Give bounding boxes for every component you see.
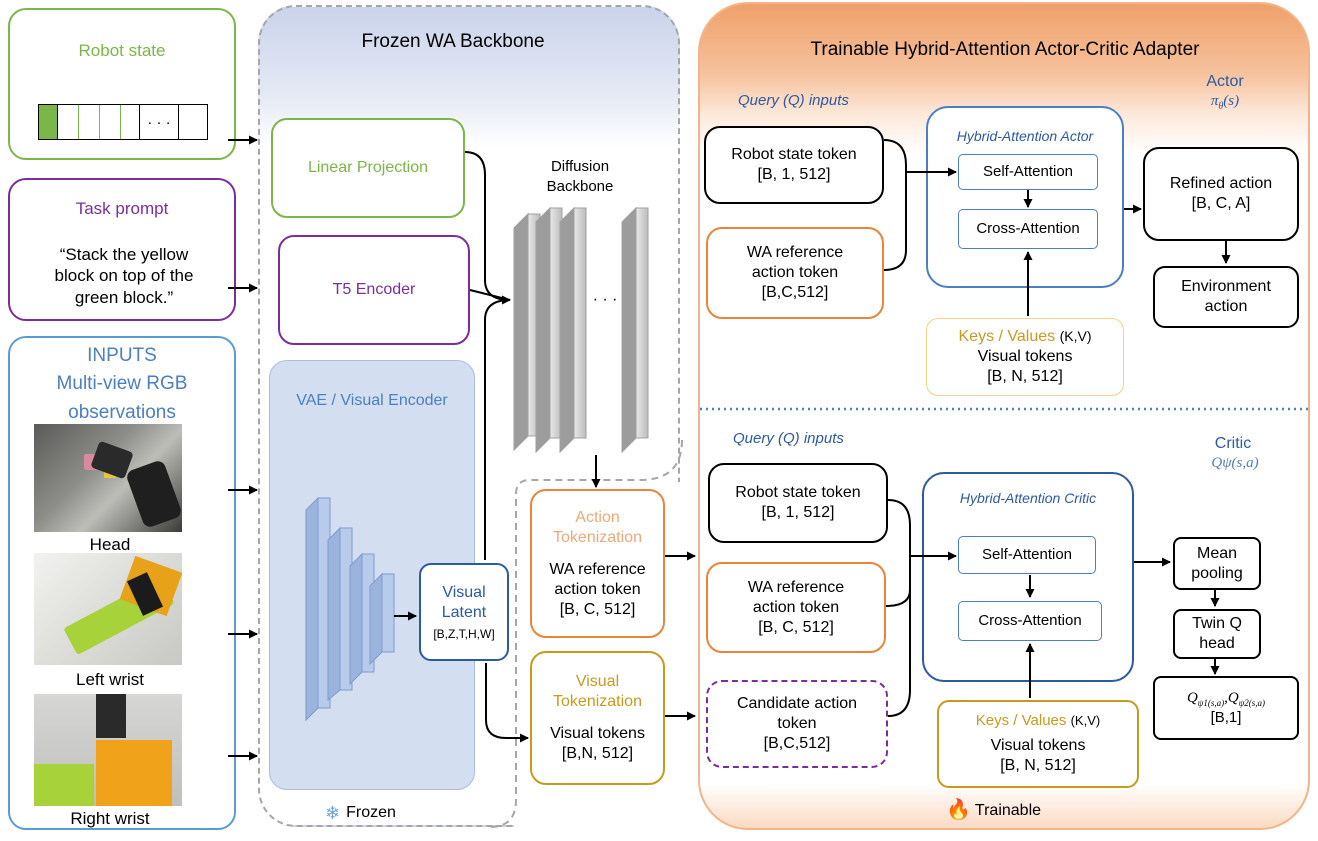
t5-encoder-label: T5 Encoder — [332, 281, 416, 298]
backbone-title: Frozen WA Backbone — [361, 31, 545, 52]
view-label-right-wrist: Right wrist — [70, 809, 150, 828]
frozen-label-group: ❄ Frozen — [325, 802, 445, 825]
action-tokenization-text-1: WA reference — [549, 560, 646, 578]
diffusion-label-1: Diffusion — [550, 158, 610, 175]
robot-state-ellipsis: · · · — [140, 105, 179, 139]
vae-encoder-label: VAE / Visual Encoder — [296, 392, 448, 409]
observations-title-1: INPUTS — [87, 345, 157, 366]
critic-query-label: Query (Q) inputs — [733, 430, 844, 447]
t5-encoder-box: T5 Encoder — [278, 235, 470, 345]
trainable-label-group: 🔥 Trainable — [946, 798, 1076, 823]
actor-wa-ref-line2: action token — [751, 264, 839, 281]
view-label-left-wrist: Left wrist — [75, 670, 145, 689]
robot-state-vector: · · · — [38, 104, 208, 140]
hybrid-attention-critic-block: Hybrid-Attention Critic — [922, 472, 1134, 682]
action-tokenization-text-3: [B, C, 512] — [559, 600, 636, 618]
visual-latent-line1: Visual — [442, 583, 486, 601]
observations-panel: INPUTS Multi-view RGB observations Head … — [8, 336, 236, 830]
snowflake-icon: ❄ — [325, 803, 341, 823]
trainable-label: Trainable — [974, 801, 1042, 819]
actor-robot-state-line2: [B, 1, 512] — [757, 166, 831, 183]
robot-state-title: Robot state — [78, 41, 166, 60]
actor-robot-state-line1: Robot state token — [731, 146, 857, 163]
diffusion-ellipsis: · · · — [592, 291, 618, 308]
candidate-action-token: Candidate action token [B,C,512] — [706, 680, 888, 768]
adapter-title: Trainable Hybrid-Attention Actor-Critic … — [810, 39, 1200, 60]
action-tokenization-text-2: action token — [554, 580, 641, 598]
environment-action-box: Environment action — [1153, 266, 1299, 328]
twin-q-head-box: Twin Q head — [1173, 609, 1261, 659]
diffusion-label-2: Backbone — [546, 178, 614, 195]
refined-action-box: Refined action [B, C, A] — [1143, 147, 1299, 241]
fire-icon: 🔥 — [946, 799, 971, 821]
actor-kv-label: Keys / Values — [958, 328, 1056, 345]
visual-tokenization-text-2: [B,N, 512] — [561, 745, 634, 762]
head-camera-image — [34, 424, 182, 532]
q-values-box: Qψ1(s,a),Qψ2(s,a) [B,1] — [1153, 676, 1299, 740]
actor-kv-text-1: Visual tokens — [977, 348, 1073, 365]
actor-query-label: Query (Q) inputs — [738, 92, 849, 109]
visual-latent-line2: Latent — [441, 603, 487, 621]
robot-state-panel: Robot state · · · — [8, 8, 236, 160]
linear-projection-label: Linear Projection — [307, 159, 429, 176]
linear-projection-box: Linear Projection — [271, 118, 465, 218]
frozen-label: Frozen — [346, 804, 396, 822]
critic-robot-state-token: Robot state token [B, 1, 512] — [708, 463, 888, 543]
mean-pooling-box: Mean pooling — [1173, 537, 1261, 590]
observations-title-2: Multi-view RGB — [56, 373, 188, 394]
critic-self-attention: Self-Attention — [958, 536, 1096, 574]
right-wrist-camera-image — [34, 694, 182, 806]
observations-title-3: observations — [68, 402, 176, 423]
task-prompt-title: Task prompt — [75, 199, 169, 218]
task-prompt-text: “Stack the yellow block on top of the gr… — [54, 245, 194, 307]
action-tokenization-title-2: Tokenization — [553, 528, 642, 546]
critic-keys-values: Keys / Values (K,V) Visual tokens [B, N,… — [937, 700, 1139, 788]
actor-keys-values: Keys / Values (K,V) Visual tokens [B, N,… — [926, 318, 1124, 396]
visual-tokenization-title-2: Tokenization — [553, 693, 642, 710]
actor-cross-attention: Cross-Attention — [958, 209, 1098, 249]
visual-tokenization-box: Visual Tokenization Visual tokens [B,N, … — [530, 651, 665, 785]
actor-wa-ref-line1: WA reference — [746, 244, 844, 261]
critic-q-label: Qψ(s,a) — [1211, 455, 1259, 471]
action-tokenization-box: Action Tokenization WA reference action … — [530, 489, 665, 638]
actor-wa-ref-line3: [B,C,512] — [761, 284, 829, 301]
critic-block-title: Hybrid-Attention Critic — [959, 490, 1097, 506]
critic-cross-attention: Cross-Attention — [958, 601, 1102, 641]
actor-robot-state-token: Robot state token [B, 1, 512] — [704, 126, 884, 204]
critic-kv-label: Keys / Values — [975, 711, 1067, 729]
visual-tokenization-text-1: Visual tokens — [550, 725, 645, 742]
visual-latent-shape: [B,Z,T,H,W] — [433, 626, 495, 641]
actor-wa-ref-token: WA reference action token [B,C,512] — [706, 227, 884, 319]
critic-wa-ref-token: WA reference action token [B, C, 512] — [706, 562, 886, 653]
view-label-head: Head — [89, 535, 131, 554]
actor-label: Actor — [1206, 73, 1244, 90]
actor-policy: πθ(s) — [1210, 93, 1240, 112]
actor-self-attention: Self-Attention — [958, 154, 1098, 190]
action-tokenization-title-1: Action — [575, 508, 620, 526]
visual-tokenization-title-1: Visual — [575, 673, 620, 690]
critic-label: Critic — [1214, 435, 1252, 452]
left-wrist-camera-image — [34, 553, 182, 665]
task-prompt-panel: Task prompt “Stack the yellow block on t… — [8, 178, 236, 321]
actor-kv-text-2: [B, N, 512] — [987, 368, 1063, 385]
actor-block-title: Hybrid-Attention Actor — [956, 128, 1094, 144]
visual-latent-box: Visual Latent [B,Z,T,H,W] — [419, 563, 509, 661]
